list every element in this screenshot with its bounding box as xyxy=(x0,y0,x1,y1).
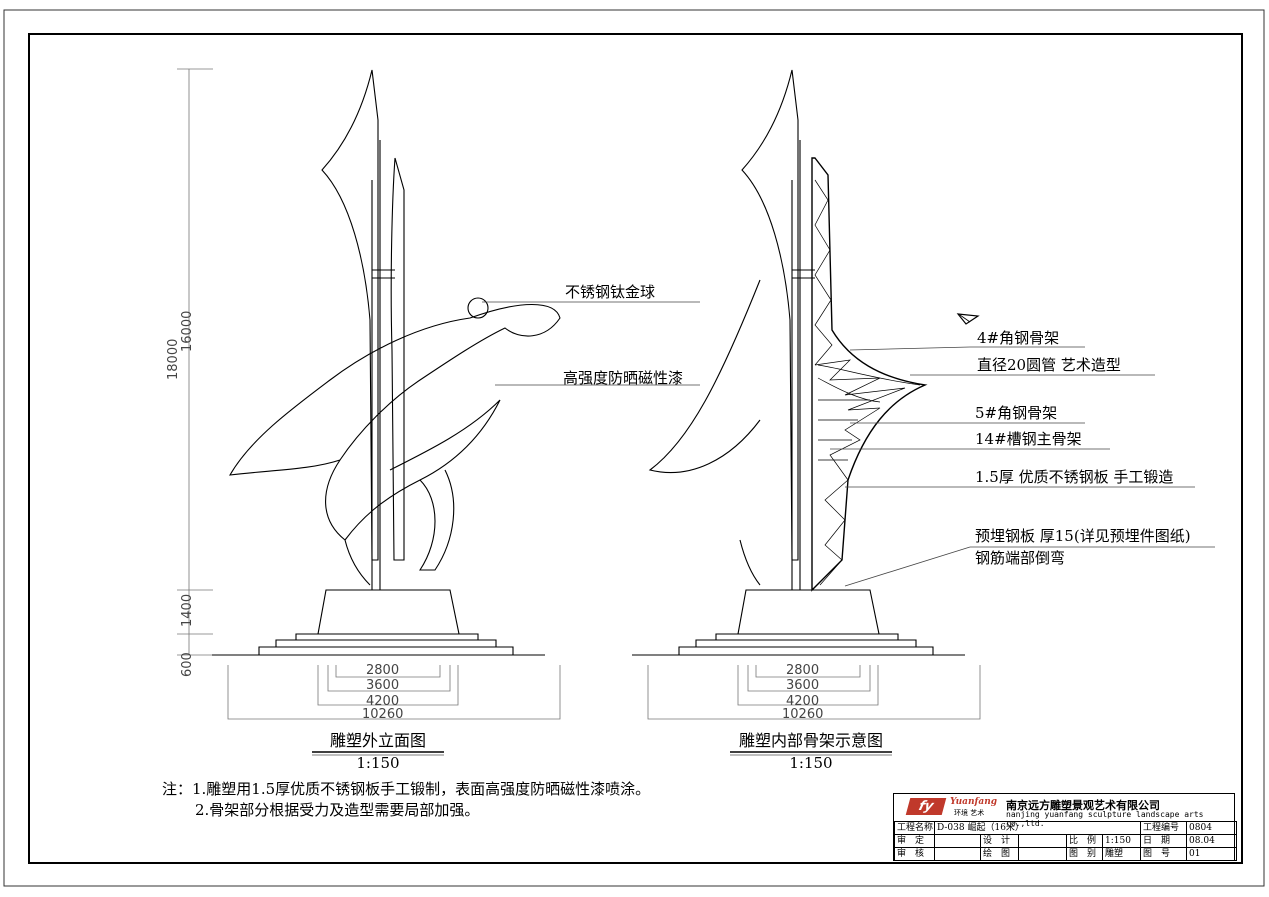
label-angle-steel-5: 5#角钢骨架 xyxy=(975,404,1058,422)
left-view-scale: 1:150 xyxy=(356,754,400,772)
dim-2800-left: 2800 xyxy=(366,663,400,678)
title-block-table: 工程名称 D-038 崛起（16米） 工程编号 0804 审 定 设 计 比 例… xyxy=(894,821,1238,861)
step-3 xyxy=(258,646,514,656)
truss-web xyxy=(814,179,921,586)
right-view-title: 雕塑内部骨架示意图 xyxy=(738,731,883,750)
label-titanium-ball: 不锈钢钛金球 xyxy=(565,283,656,301)
step-1 xyxy=(295,633,479,641)
approve-label: 审 定 xyxy=(894,834,935,848)
dim-steps-height: 600 xyxy=(180,652,195,677)
right-view-scale: 1:150 xyxy=(789,754,833,772)
right-blade xyxy=(390,157,405,561)
label-embedded-plate: 预埋钢板 厚15(详见预埋件图纸) xyxy=(975,527,1191,545)
vertical-dimension xyxy=(177,68,213,656)
exterior-elevation xyxy=(177,68,700,756)
draw-value xyxy=(1018,847,1067,861)
dim-4200-left: 4200 xyxy=(366,694,400,709)
dim-upper-height: 16000 xyxy=(180,310,195,352)
truss-outline xyxy=(811,157,928,592)
label-round-tube: 直径20圆管 艺术造型 xyxy=(977,356,1121,374)
title-block-header: fy Yuanfang 环境 艺术 南京远方雕塑景观艺术有限公司 nanjing… xyxy=(894,794,1234,828)
note-line-2: 2.骨架部分根据受力及造型需要局部加强。 xyxy=(195,801,480,819)
title-block: fy Yuanfang 环境 艺术 南京远方雕塑景观艺术有限公司 nanjing… xyxy=(893,793,1238,861)
note-line-1: 注：1.雕塑用1.5厚优质不锈钢板手工锻制，表面高强度防晒磁性漆喷涂。 xyxy=(162,780,651,798)
approve-value xyxy=(934,834,981,848)
category-label: 图 别 xyxy=(1066,847,1103,861)
sheet-label: 图 号 xyxy=(1140,847,1188,861)
internal-frame-view xyxy=(632,69,1215,756)
project-no-value: 0804 xyxy=(1186,821,1238,835)
design-label: 设 计 xyxy=(980,834,1019,848)
dim-total-height: 18000 xyxy=(166,338,181,380)
right-leaders xyxy=(830,346,1215,587)
dim-10260-left: 10260 xyxy=(362,707,404,722)
brand-script: Yuanfang xyxy=(950,797,998,807)
date-label: 日 期 xyxy=(1140,834,1188,848)
label-magnetic-paint: 高强度防晒磁性漆 xyxy=(563,369,684,387)
dim-4200-right: 4200 xyxy=(786,694,820,709)
date-value: 08.04 xyxy=(1186,834,1238,848)
central-post xyxy=(371,140,381,590)
draw-label: 绘 图 xyxy=(980,847,1019,861)
design-value xyxy=(1018,834,1067,848)
outer-frame xyxy=(3,9,1265,887)
label-rebar-bend: 钢筋端部倒弯 xyxy=(975,549,1066,567)
dim-2800-right: 2800 xyxy=(786,663,820,678)
label-angle-steel-4: 4#角钢骨架 xyxy=(977,329,1060,347)
base-block xyxy=(317,589,460,635)
review-value xyxy=(934,847,981,861)
titanium-ball xyxy=(467,297,489,319)
step-2 xyxy=(275,639,497,648)
project-value: D-038 崛起（16米） xyxy=(933,821,1142,835)
label-channel-steel: 14#槽钢主骨架 xyxy=(975,430,1082,448)
horizontal-dimensions xyxy=(227,665,561,720)
category-value: 雕塑 xyxy=(1101,847,1142,861)
company-name: 南京远方雕塑景观艺术有限公司 xyxy=(1006,799,1160,812)
sheet-value: 01 xyxy=(1186,847,1238,861)
scale-label: 比 例 xyxy=(1066,834,1103,848)
left-leaders xyxy=(482,301,700,386)
dim-3600-right: 3600 xyxy=(786,678,820,693)
scale-value: 1:150 xyxy=(1101,834,1142,848)
review-label: 审 核 xyxy=(894,847,935,861)
project-label: 工程名称 xyxy=(894,821,935,835)
label-stainless-plate: 1.5厚 优质不锈钢板 手工锻造 xyxy=(975,468,1174,486)
company-logo: fy xyxy=(905,798,947,815)
dim-base-height: 1400 xyxy=(180,593,195,627)
brand-cn: 环境 艺术 xyxy=(954,809,985,817)
project-no-label: 工程编号 xyxy=(1140,821,1188,835)
left-view-title: 雕塑外立面图 xyxy=(329,731,426,750)
ribbon xyxy=(228,304,561,476)
left-blade xyxy=(321,69,379,561)
dim-3600-left: 3600 xyxy=(366,678,400,693)
section-marker xyxy=(956,313,980,325)
inner-frame xyxy=(28,33,1243,864)
dim-10260-right: 10260 xyxy=(782,707,824,722)
